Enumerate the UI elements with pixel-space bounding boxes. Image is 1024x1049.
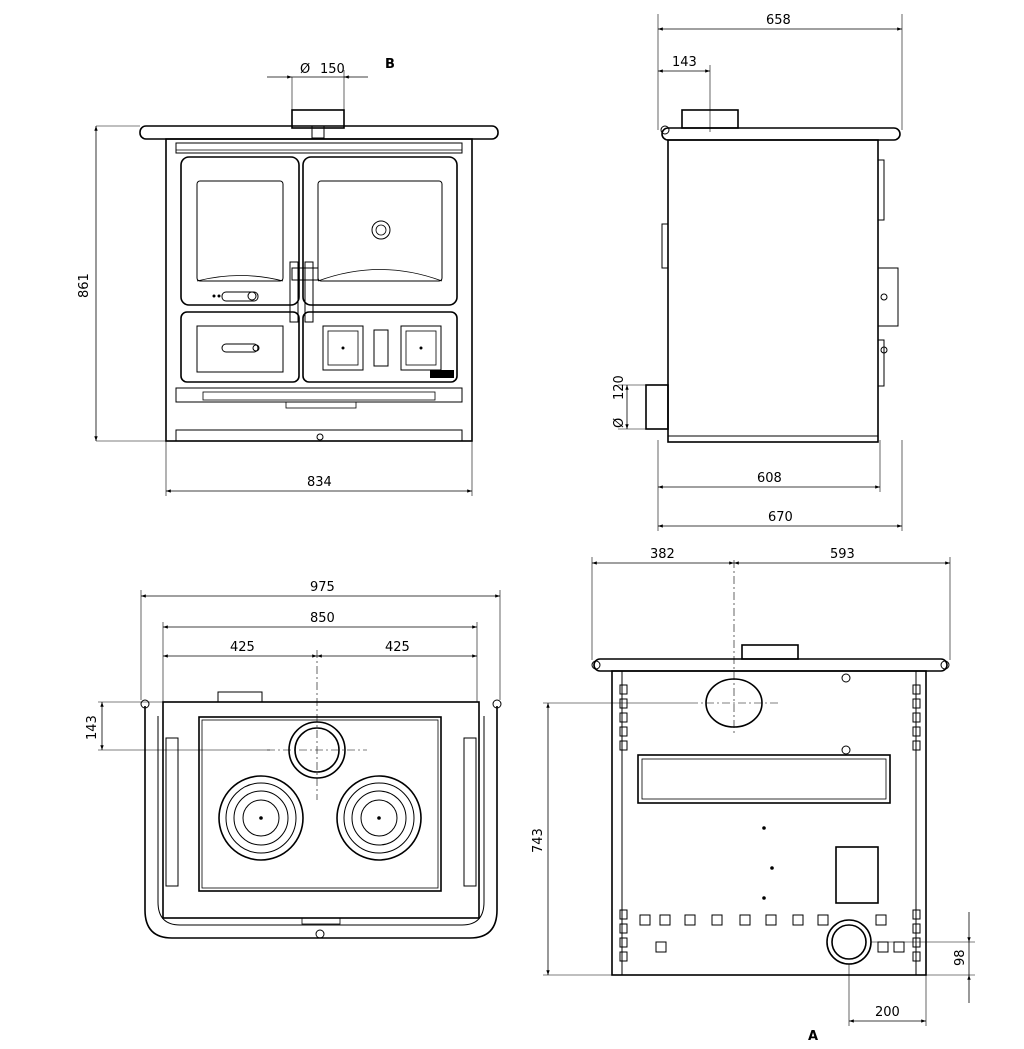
oven-glass — [317, 180, 443, 282]
flue-diameter-label: 150 — [320, 62, 345, 77]
side-body — [667, 139, 879, 443]
flue-diameter-sign: Ø — [300, 62, 310, 77]
left-half-label: 425 — [230, 640, 255, 655]
rear-dimensions: 382 593 743 98 200 A — [531, 547, 975, 1044]
firebox-glass — [196, 180, 284, 282]
top-plate — [162, 701, 480, 919]
front-dimensions: Ø 150 B 861 834 — [77, 57, 473, 496]
rear-panel — [611, 670, 927, 976]
view-a-label: A — [808, 1029, 818, 1044]
total-depth-label: 658 — [766, 13, 791, 28]
inlet-diameter-sign: Ø — [612, 418, 627, 428]
firebox-door — [180, 156, 300, 306]
rear-right-slots — [912, 684, 921, 962]
view-b-label: B — [385, 57, 395, 72]
body-width-label: 850 — [310, 611, 335, 626]
front-view — [139, 109, 499, 442]
side-view — [645, 109, 901, 443]
oven-door — [302, 156, 458, 306]
side-dimensions: 658 143 120 Ø 608 670 — [612, 13, 903, 531]
rear-plate — [637, 754, 891, 804]
height-label: 861 — [77, 273, 92, 298]
outlet-offset-label: 200 — [875, 1005, 900, 1020]
top-dimensions: 975 850 425 425 143 — [85, 580, 501, 751]
hotplate-left — [218, 775, 304, 861]
width-label: 834 — [307, 475, 332, 490]
rear-access-panel — [835, 846, 879, 904]
total-width-label: 975 — [310, 580, 335, 595]
oven-thermometer — [371, 220, 391, 240]
right-half-label: 425 — [385, 640, 410, 655]
left-offset-label: 382 — [650, 547, 675, 562]
side-top-plate — [661, 127, 901, 141]
towel-rail — [144, 706, 498, 939]
rear-height-label: 743 — [531, 828, 546, 853]
rear-left-slots — [619, 684, 628, 962]
rear-view — [591, 560, 950, 976]
body-depth-label: 608 — [757, 471, 782, 486]
air-inlet — [645, 384, 669, 430]
flue-offset-label: 143 — [672, 55, 697, 70]
base-depth-label: 670 — [768, 510, 793, 525]
lower-door — [302, 311, 458, 383]
ash-drawer — [180, 311, 300, 383]
stove-body — [165, 138, 473, 442]
outlet-height-label: 98 — [953, 949, 968, 966]
top-flue-offset-label: 143 — [85, 715, 100, 740]
inlet-diameter-label: 120 — [612, 375, 627, 400]
rear-top-plate — [593, 658, 948, 672]
right-offset-label: 593 — [830, 547, 855, 562]
flue-collar — [291, 109, 345, 129]
top-view — [140, 650, 502, 939]
cooking-surface — [198, 716, 442, 892]
rear-air-outlet — [826, 919, 872, 965]
hotplate-right — [336, 775, 422, 861]
